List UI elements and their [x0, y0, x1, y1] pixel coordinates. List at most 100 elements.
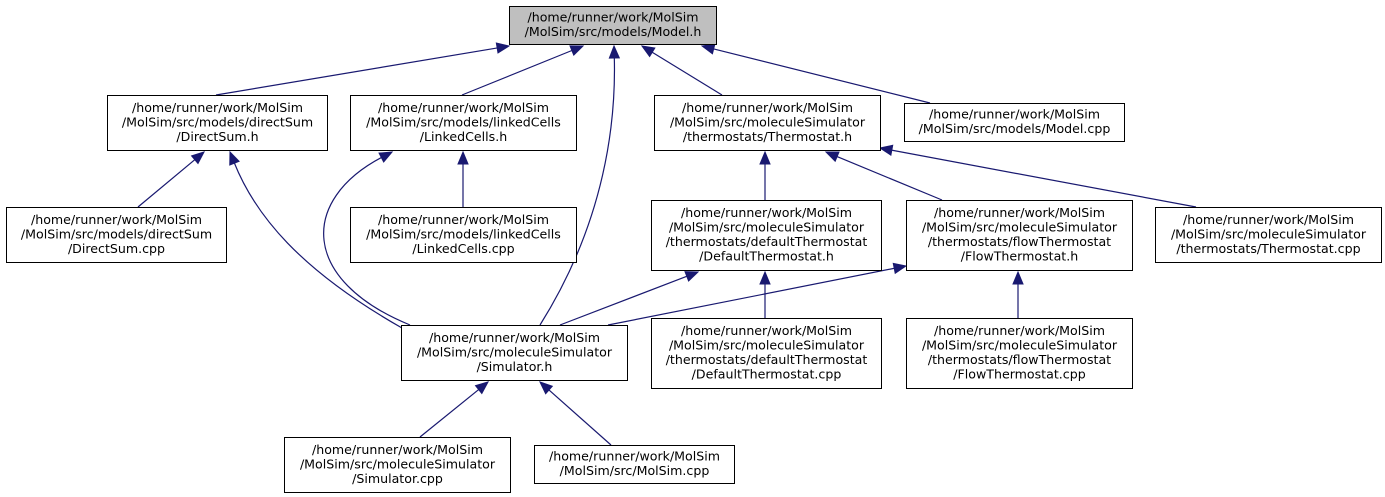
edge-simulator_h-to-defaultthermostat_h: [559, 271, 700, 326]
node-label-line: /MolSim/src/moleculeSimulator: [922, 338, 1118, 353]
node-box: [107, 95, 328, 151]
node-box: [906, 318, 1133, 389]
arrow-head-icon: [229, 150, 240, 166]
node-label-line: /home/runner/work/MolSim: [31, 212, 202, 227]
node-label-line: /home/runner/work/MolSim: [312, 442, 483, 457]
node-box: [651, 318, 882, 389]
node-label-line: /LinkedCells.h: [420, 129, 507, 144]
node-label-line: /thermostats/defaultThermostat: [666, 234, 868, 249]
edge-line: [323, 156, 411, 326]
node-label-line: /home/runner/work/MolSim: [682, 100, 853, 115]
node-label-line: /home/runner/work/MolSim: [934, 323, 1105, 338]
edge-directsum_cpp-to-directsum_h: [137, 151, 205, 208]
node-box: [350, 207, 577, 263]
node-label-line: /MolSim/src/moleculeSimulator: [669, 338, 865, 353]
node-label-line: /thermostats/flowThermostat: [928, 234, 1111, 249]
arrow-head-icon: [608, 44, 621, 59]
node-directsum-cpp[interactable]: /home/runner/work/MolSim/MolSim/src/mode…: [6, 207, 227, 263]
node-box: [1155, 207, 1382, 263]
edge-line: [547, 388, 612, 446]
node-label-line: /DefaultThermostat.cpp: [692, 367, 842, 382]
node-box: [654, 95, 881, 151]
arrow-head-icon: [892, 262, 908, 275]
node-label-line: /MolSim/src/models/Model.h: [525, 24, 702, 39]
node-label-line: /home/runner/work/MolSim: [929, 107, 1100, 122]
edge-line: [539, 56, 616, 326]
edge-simulator_h-to-linkedcells_h: [323, 151, 411, 326]
edge-line: [712, 48, 931, 104]
nodes-layer: /home/runner/work/MolSim/MolSim/src/mode…: [6, 6, 1382, 493]
edge-line: [890, 149, 1197, 208]
edge-molsim_cpp-to-simulator_h: [539, 381, 612, 446]
node-label-line: /Simulator.h: [477, 359, 553, 374]
node-box: [284, 437, 511, 493]
edge-line: [651, 51, 723, 96]
edge-line: [137, 158, 196, 208]
node-label-line: /FlowThermostat.cpp: [953, 367, 1085, 382]
edge-thermostat_cpp-to-thermostat_h: [878, 144, 1197, 208]
node-label-line: /MolSim/src/moleculeSimulator: [670, 114, 866, 129]
node-label-line: /MolSim/src/moleculeSimulator: [300, 456, 496, 471]
node-thermostat-cpp[interactable]: /home/runner/work/MolSim/MolSim/src/mole…: [1155, 207, 1382, 263]
node-simulator-h[interactable]: /home/runner/work/MolSim/MolSim/src/mole…: [401, 325, 628, 381]
node-box: [906, 200, 1133, 271]
arrow-head-icon: [1012, 270, 1024, 285]
arrow-head-icon: [759, 150, 771, 165]
node-simulator-cpp[interactable]: /home/runner/work/MolSim/MolSim/src/mole…: [284, 437, 511, 493]
node-label-line: /MolSim/src/moleculeSimulator: [1171, 226, 1367, 241]
arrow-head-icon: [684, 271, 700, 282]
edge-simulator_h-to-flowthermostat_h: [607, 262, 908, 326]
node-molsim-cpp[interactable]: /home/runner/work/MolSim/MolSim/src/MolS…: [534, 445, 735, 484]
node-linkedcells-cpp[interactable]: /home/runner/work/MolSim/MolSim/src/mode…: [350, 207, 577, 263]
edge-flowthermostat_cpp-to-flowthermostat_h: [1012, 270, 1024, 318]
node-defaultthermostat-cpp[interactable]: /home/runner/work/MolSim/MolSim/src/mole…: [651, 318, 882, 389]
node-label-line: /DirectSum.cpp: [68, 241, 165, 256]
node-model-cpp[interactable]: /home/runner/work/MolSim/MolSim/src/mode…: [904, 103, 1125, 142]
node-label-line: /thermostats/defaultThermostat: [666, 352, 868, 367]
edges-layer: [137, 42, 1197, 446]
edge-line: [835, 155, 943, 201]
arrow-head-icon: [824, 151, 840, 163]
node-label-line: /MolSim/src/models/linkedCells: [366, 114, 561, 129]
node-label-line: /MolSim/src/models/Model.cpp: [919, 121, 1111, 136]
arrow-head-icon: [378, 151, 394, 163]
arrow-head-icon: [700, 43, 716, 55]
edge-line: [233, 162, 403, 329]
node-flowthermostat-cpp[interactable]: /home/runner/work/MolSim/MolSim/src/mole…: [906, 318, 1133, 389]
edge-linkedcells_cpp-to-linkedcells_h: [457, 150, 469, 207]
edge-defaultthermostat_cpp-to-defaultthermostat_h: [759, 270, 771, 318]
node-label-line: /home/runner/work/MolSim: [378, 100, 549, 115]
arrow-head-icon: [190, 151, 205, 165]
node-label-line: /thermostats/Thermostat.cpp: [1176, 241, 1360, 256]
node-label-line: /home/runner/work/MolSim: [681, 323, 852, 338]
node-linkedcells-h[interactable]: /home/runner/work/MolSim/MolSim/src/mode…: [350, 95, 577, 151]
node-label-line: /MolSim/src/models/directSum: [122, 114, 313, 129]
arrow-head-icon: [474, 381, 490, 395]
edge-thermostat_h-to-model_h: [640, 45, 723, 96]
edge-simulator_h-to-directsum_h: [229, 150, 403, 329]
node-label-line: /thermostats/Thermostat.h: [683, 129, 852, 144]
node-label-line: /MolSim/src/moleculeSimulator: [417, 344, 613, 359]
node-label-line: /home/runner/work/MolSim: [429, 330, 600, 345]
node-label-line: /MolSim/src/models/linkedCells: [366, 226, 561, 241]
node-label-line: /thermostats/flowThermostat: [928, 352, 1111, 367]
arrow-head-icon: [539, 381, 554, 395]
node-label-line: /MolSim/src/moleculeSimulator: [922, 220, 1118, 235]
node-thermostat-h[interactable]: /home/runner/work/MolSim/MolSim/src/mole…: [654, 95, 881, 151]
node-label-line: /MolSim/src/MolSim.cpp: [560, 463, 710, 478]
edge-line: [419, 388, 480, 438]
node-label-line: /home/runner/work/MolSim: [527, 10, 698, 25]
node-flowthermostat-h[interactable]: /home/runner/work/MolSim/MolSim/src/mole…: [906, 200, 1133, 271]
arrow-head-icon: [495, 42, 511, 54]
node-box: [509, 6, 717, 45]
node-box: [651, 200, 882, 271]
edge-defaultthermostat_h-to-thermostat_h: [759, 150, 771, 200]
node-directsum-h[interactable]: /home/runner/work/MolSim/MolSim/src/mode…: [107, 95, 328, 151]
node-label-line: /home/runner/work/MolSim: [549, 449, 720, 464]
arrow-head-icon: [457, 150, 469, 165]
node-label-line: /MolSim/src/moleculeSimulator: [669, 220, 865, 235]
node-defaultthermostat-h[interactable]: /home/runner/work/MolSim/MolSim/src/mole…: [651, 200, 882, 271]
node-label-line: /FlowThermostat.h: [961, 249, 1078, 264]
node-model-h[interactable]: /home/runner/work/MolSim/MolSim/src/mode…: [509, 6, 717, 45]
node-box: [6, 207, 227, 263]
